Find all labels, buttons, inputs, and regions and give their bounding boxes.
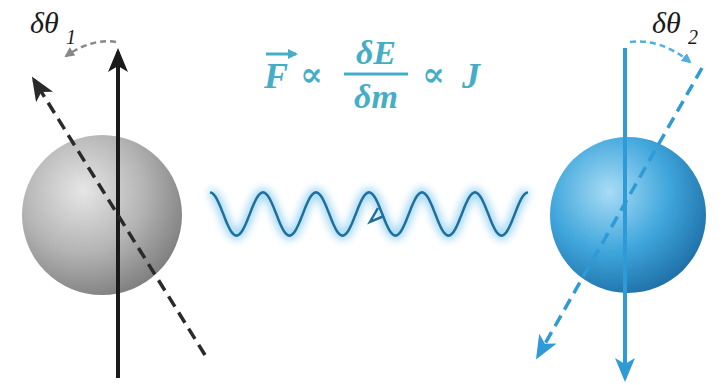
formula-operator: ∝ — [422, 58, 445, 92]
wave-arrowhead — [370, 208, 384, 222]
formula-numerator: δE — [356, 36, 396, 70]
rotation-arrow — [630, 41, 690, 62]
angle-label: δθ — [652, 8, 681, 38]
spin-arrow — [116, 52, 120, 378]
angle-subscript: 2 — [688, 27, 698, 47]
wave-glow — [210, 192, 528, 235]
angle-subscript: 1 — [66, 27, 76, 47]
exchange-wave — [210, 192, 528, 235]
formula-denominator: δm — [354, 80, 398, 114]
gray-sphere — [22, 135, 182, 295]
tilted-spin-arrow — [538, 68, 702, 356]
fraction-bar — [344, 73, 408, 76]
vector-arrow — [266, 53, 296, 56]
spin-arrow — [623, 48, 627, 378]
angle-label: δθ — [30, 8, 59, 38]
blue-sphere — [550, 137, 706, 293]
tilted-spin-arrow — [34, 80, 205, 355]
formula-symbol: J — [462, 58, 480, 94]
formula-operator: ∝ — [300, 58, 323, 92]
formula-symbol: F — [264, 58, 288, 94]
